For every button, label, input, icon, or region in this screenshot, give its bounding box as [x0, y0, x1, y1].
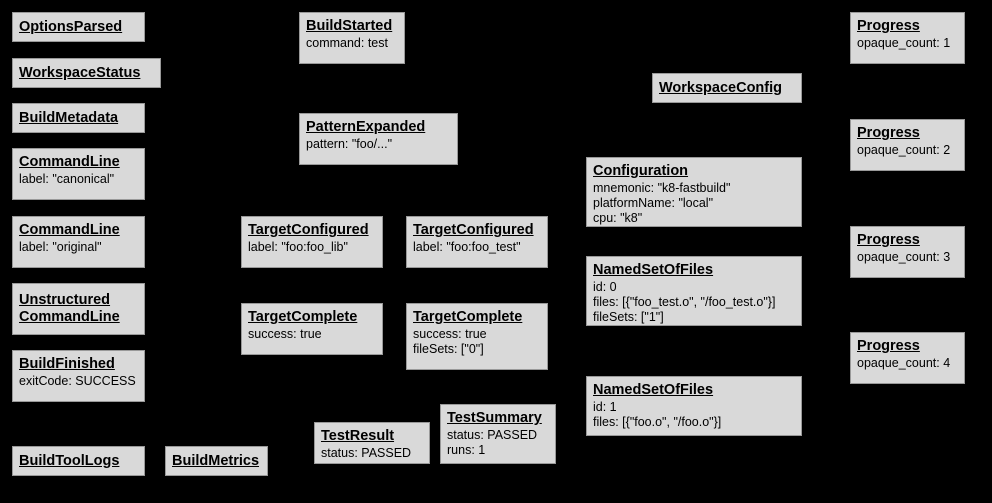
graph-node[interactable]: TestResult status: PASSED: [314, 422, 430, 464]
node-fields: success: true fileSets: ["0"]: [413, 327, 487, 356]
graph-node[interactable]: WorkspaceConfig: [652, 73, 802, 103]
graph-node[interactable]: Configuration mnemonic: "k8-fastbuild" pl…: [586, 157, 802, 227]
node-fields: label: "original": [19, 240, 102, 254]
graph-node[interactable]: Progress opaque_count: 2: [850, 119, 965, 171]
node-title: OptionsParsed: [19, 18, 123, 35]
graph-node[interactable]: NamedSetOfFiles id: 0 files: [{"foo_test.…: [586, 256, 802, 326]
graph-node[interactable]: PatternExpanded pattern: "foo/...": [299, 113, 458, 165]
node-title: Progress: [857, 125, 920, 141]
node-fields: id: 1 files: [{"foo.o", "/foo.o"}]: [593, 400, 722, 429]
graph-node[interactable]: Unstructured CommandLine: [12, 283, 145, 335]
graph-node[interactable]: TestSummary status: PASSED runs: 1: [440, 404, 556, 464]
node-fields: pattern: "foo/...": [306, 137, 393, 151]
node-title: TestSummary: [447, 410, 542, 426]
node-title: TargetComplete: [413, 309, 523, 325]
graph-node[interactable]: Progress opaque_count: 4: [850, 332, 965, 384]
node-title: CommandLine: [19, 222, 120, 238]
node-fields: exitCode: SUCCESS: [19, 374, 136, 388]
node-title: BuildToolLogs: [19, 452, 120, 469]
node-fields: label: "foo:foo_lib": [248, 240, 348, 254]
node-title: CommandLine: [19, 154, 120, 170]
graph-node[interactable]: BuildToolLogs: [12, 446, 145, 476]
node-title: Configuration: [593, 163, 689, 179]
graph-node[interactable]: TargetComplete success: true: [241, 303, 383, 355]
node-title: TestResult: [321, 428, 395, 444]
node-fields: status: PASSED: [321, 446, 412, 460]
graph-node[interactable]: BuildMetrics: [165, 446, 268, 476]
node-title: PatternExpanded: [306, 119, 426, 135]
node-title: WorkspaceStatus: [19, 64, 141, 81]
node-fields: command: test: [306, 36, 388, 50]
node-fields: opaque_count: 3: [857, 250, 951, 264]
graph-node[interactable]: OptionsParsed: [12, 12, 145, 42]
node-title: TargetConfigured: [413, 222, 534, 238]
node-title: Progress: [857, 18, 920, 34]
graph-node[interactable]: Progress opaque_count: 3: [850, 226, 965, 278]
node-title: NamedSetOfFiles: [593, 382, 714, 398]
node-title: BuildMetadata: [19, 109, 119, 126]
node-fields: success: true: [248, 327, 322, 341]
node-title: WorkspaceConfig: [659, 79, 783, 96]
node-title: BuildFinished: [19, 356, 115, 372]
graph-node[interactable]: CommandLine label: "original": [12, 216, 145, 268]
node-fields: id: 0 files: [{"foo_test.o", "/foo_test.…: [593, 280, 776, 324]
graph-node[interactable]: CommandLine label: "canonical": [12, 148, 145, 200]
node-title: BuildMetrics: [172, 452, 260, 469]
graph-node[interactable]: WorkspaceStatus: [12, 58, 161, 88]
graph-node[interactable]: BuildFinished exitCode: SUCCESS: [12, 350, 145, 402]
node-fields: opaque_count: 4: [857, 356, 951, 370]
node-fields: opaque_count: 2: [857, 143, 951, 157]
graph-node[interactable]: NamedSetOfFiles id: 1 files: [{"foo.o", "…: [586, 376, 802, 436]
node-title: Progress: [857, 338, 920, 354]
node-title: NamedSetOfFiles: [593, 262, 714, 278]
node-fields: label: "canonical": [19, 172, 115, 186]
graph-node[interactable]: BuildMetadata: [12, 103, 145, 133]
node-title: Progress: [857, 232, 920, 248]
node-fields: status: PASSED runs: 1: [447, 428, 538, 457]
node-fields: label: "foo:foo_test": [413, 240, 521, 254]
node-title: TargetConfigured: [248, 222, 369, 238]
node-title: BuildStarted: [306, 18, 393, 34]
graph-node[interactable]: TargetConfigured label: "foo:foo_test": [406, 216, 548, 268]
node-fields: mnemonic: "k8-fastbuild" platformName: "…: [593, 181, 731, 225]
graph-node[interactable]: TargetComplete success: true fileSets: ["…: [406, 303, 548, 370]
node-fields: opaque_count: 1: [857, 36, 951, 50]
node-title: TargetComplete: [248, 309, 358, 325]
graph-node[interactable]: BuildStarted command: test: [299, 12, 405, 64]
node-title: Unstructured CommandLine: [19, 291, 120, 325]
graph-node[interactable]: TargetConfigured label: "foo:foo_lib": [241, 216, 383, 268]
graph-node[interactable]: Progress opaque_count: 1: [850, 12, 965, 64]
